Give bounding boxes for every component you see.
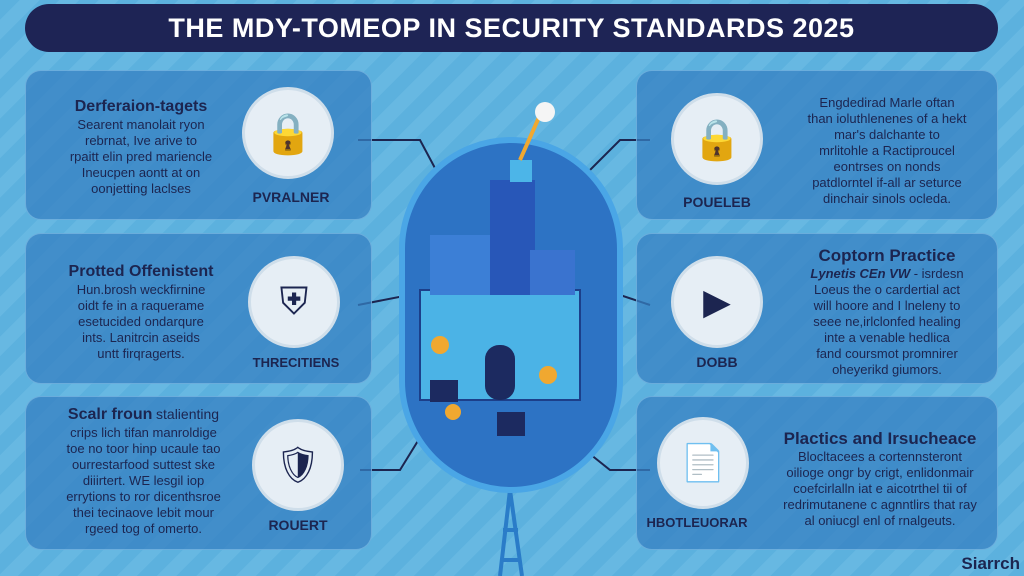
panel-text: ints. Lanitrcin aseids (82, 330, 200, 345)
building-tall (490, 180, 535, 295)
shield-icon: ⛨ (248, 256, 340, 348)
panel-left1: Derferaion-tagets Searent manolait ryon … (25, 70, 372, 220)
panel-text: oilioge ongr by crigt, enlidonmair (786, 465, 974, 480)
panel-label: THRECITIENS (252, 355, 340, 370)
panel-heading: Coptorn Practice (818, 246, 956, 265)
panel-text: al oniucgl enl of rnalgeuts. (804, 513, 956, 528)
panel-text: coefcirlalln iat e aicotrthel tii of (793, 481, 967, 496)
panel-text: fand coursmot promnirer (816, 346, 958, 361)
panel-text: Searent manolait ryon (77, 117, 205, 132)
panel-text: will hoore and I lneleny to (813, 298, 961, 313)
panel-label: ROUERT (268, 517, 328, 533)
panel-heading: Plactics and Irsucheace (783, 429, 977, 448)
panel-text: seee ne,irlclonfed healing (813, 314, 961, 329)
panel-text: redrimutanene c agnntlirs that ray (783, 497, 977, 512)
panel-heading: Protted Offenistent (68, 263, 214, 280)
doorway (485, 345, 515, 400)
video-screen-icon: ▶ (671, 256, 763, 348)
document-shield-icon: 🛡 (252, 419, 344, 511)
panel-text: Blocltacees a cortennsteront (797, 449, 963, 464)
panel-label: PVRALNER (252, 189, 330, 205)
panel-text: than ioluthlenenes of a hekt (807, 111, 967, 126)
satellite-icon (535, 102, 555, 122)
panel-text: - isrdesn (913, 266, 964, 281)
device-icon (430, 380, 458, 402)
tower-icon (498, 489, 524, 576)
device-icon (497, 412, 525, 436)
panel-text: ourrestarfood suttest ske (71, 457, 216, 472)
panel-text: untt firqragerts. (97, 346, 185, 361)
panel-text: oidt fe in a raquerame (77, 298, 205, 313)
panel-text: oheyerikd giumors. (832, 362, 942, 377)
panel-text: dinchair sinols ocleda. (823, 191, 951, 206)
coin-icon (431, 336, 449, 354)
panel-right2: ▶ DOBB Coptorn Practice Lynetis CEn VW -… (636, 233, 998, 384)
panel-label: HBOTLEUORAR (646, 515, 748, 530)
building-top (510, 160, 532, 182)
panel-heading: Derferaion-tagets (74, 98, 208, 115)
panel-left2: Protted Offenistent Hun.brosh weckfirnin… (25, 233, 372, 384)
lock-icon: 🔒 (671, 93, 763, 185)
beam (518, 114, 542, 161)
panel-label: DOBB (696, 354, 738, 370)
panel-heading-rest: stalienting (156, 406, 220, 422)
panel-text: rpaitt elin pred mariencle (69, 149, 213, 164)
panel-text: Ineucpen aontt at on (81, 165, 201, 180)
panel-label: POUELEB (683, 194, 751, 210)
panel-right3: 📄 HBOTLEUORAR Plactics and Irsucheace Bl… (636, 396, 998, 550)
panel-text: Hun.brosh weckfirnine (76, 282, 206, 297)
building-right (530, 250, 575, 295)
panel-text: thei tecinaove lebit mour (73, 505, 214, 520)
brand-logo: Siarrch (961, 554, 1020, 573)
panel-text: toe no toor hinp ucaule tao (66, 441, 221, 456)
panel-text: Loeus the o cardertial act (814, 282, 960, 297)
panel-text: esetucided ondarqure (78, 314, 204, 329)
panel-text: errytions to ror dicenthsroe (66, 489, 221, 504)
panel-text: mrlitohle a Ractiproucel (819, 143, 955, 158)
panel-lead: Lynetis CEn VW (810, 266, 911, 281)
panel-left3: Scalr froun stalienting crips lich tifan… (25, 396, 372, 550)
panel-text: oonjetting laclses (91, 181, 191, 196)
panel-text: inte a venable hedlica (824, 330, 950, 345)
panel-text: rgeed tog of omerto. (84, 521, 203, 536)
document-hand-icon: 📄 (657, 417, 749, 509)
panel-text: diiirtert. WE lesgil iop (82, 473, 205, 488)
panel-text: patdlorntel if-all ar seturce (812, 175, 962, 190)
building-left (430, 235, 490, 295)
panel-text: crips lich tifan manroldige (70, 425, 217, 440)
coin-icon (445, 404, 461, 420)
lock-icon: 🔒 (242, 87, 334, 179)
panel-text: mar's dalchante to (834, 127, 940, 142)
panel-right1: 🔒 POUELEB Engdedirad Marle oftan than io… (636, 70, 998, 220)
page-title: THE MDY-TOMEOP IN SECURITY STANDARDS 202… (25, 4, 998, 52)
panel-text: Engdedirad Marle oftan (819, 95, 955, 110)
panel-text: rebrnat, Ive arive to (85, 133, 197, 148)
coin-icon (539, 366, 557, 384)
panel-heading: Scalr froun (67, 406, 153, 423)
panel-text: eontrses on nonds (833, 159, 941, 174)
